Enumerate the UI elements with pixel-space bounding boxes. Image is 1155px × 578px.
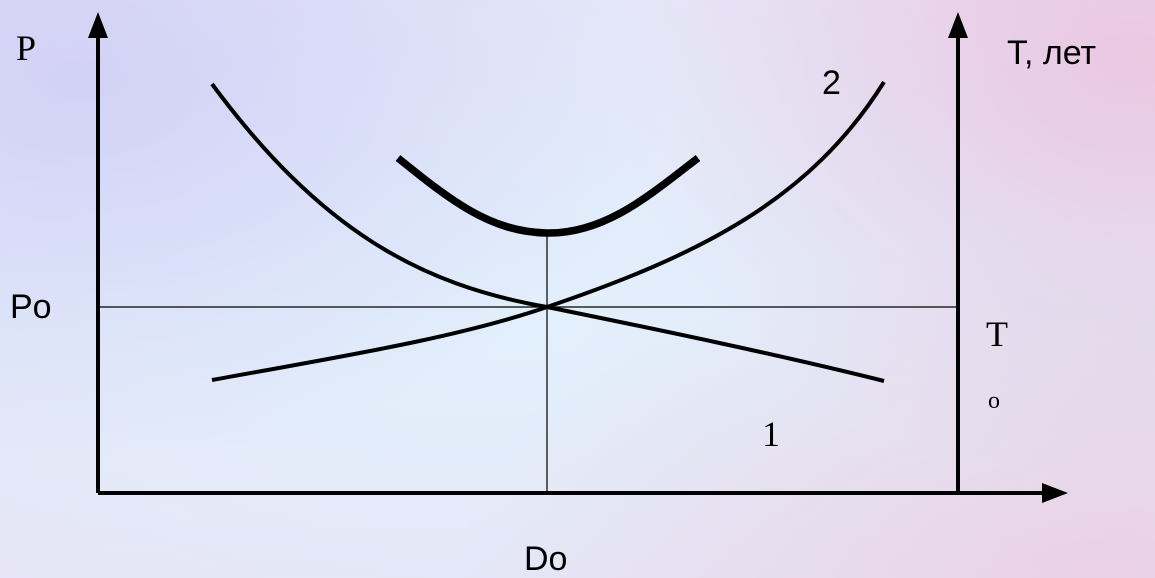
t-axis-label: T, лет (1007, 34, 1096, 72)
curve-2-label: 2 (822, 64, 841, 102)
d-axis-arrow (1042, 483, 1068, 503)
sum-curve (395, 155, 701, 237)
p-axis-label: P (16, 28, 36, 68)
t-axis-arrow (948, 12, 968, 38)
curve-1-label: 1 (762, 414, 780, 454)
t0-subscript: o (988, 388, 1000, 414)
p-axis-arrow (88, 12, 108, 38)
t0-label: T (986, 314, 1008, 354)
p0-label: Po (10, 288, 52, 326)
d0-label: Do (524, 540, 567, 578)
curve-2 (211, 80, 886, 382)
